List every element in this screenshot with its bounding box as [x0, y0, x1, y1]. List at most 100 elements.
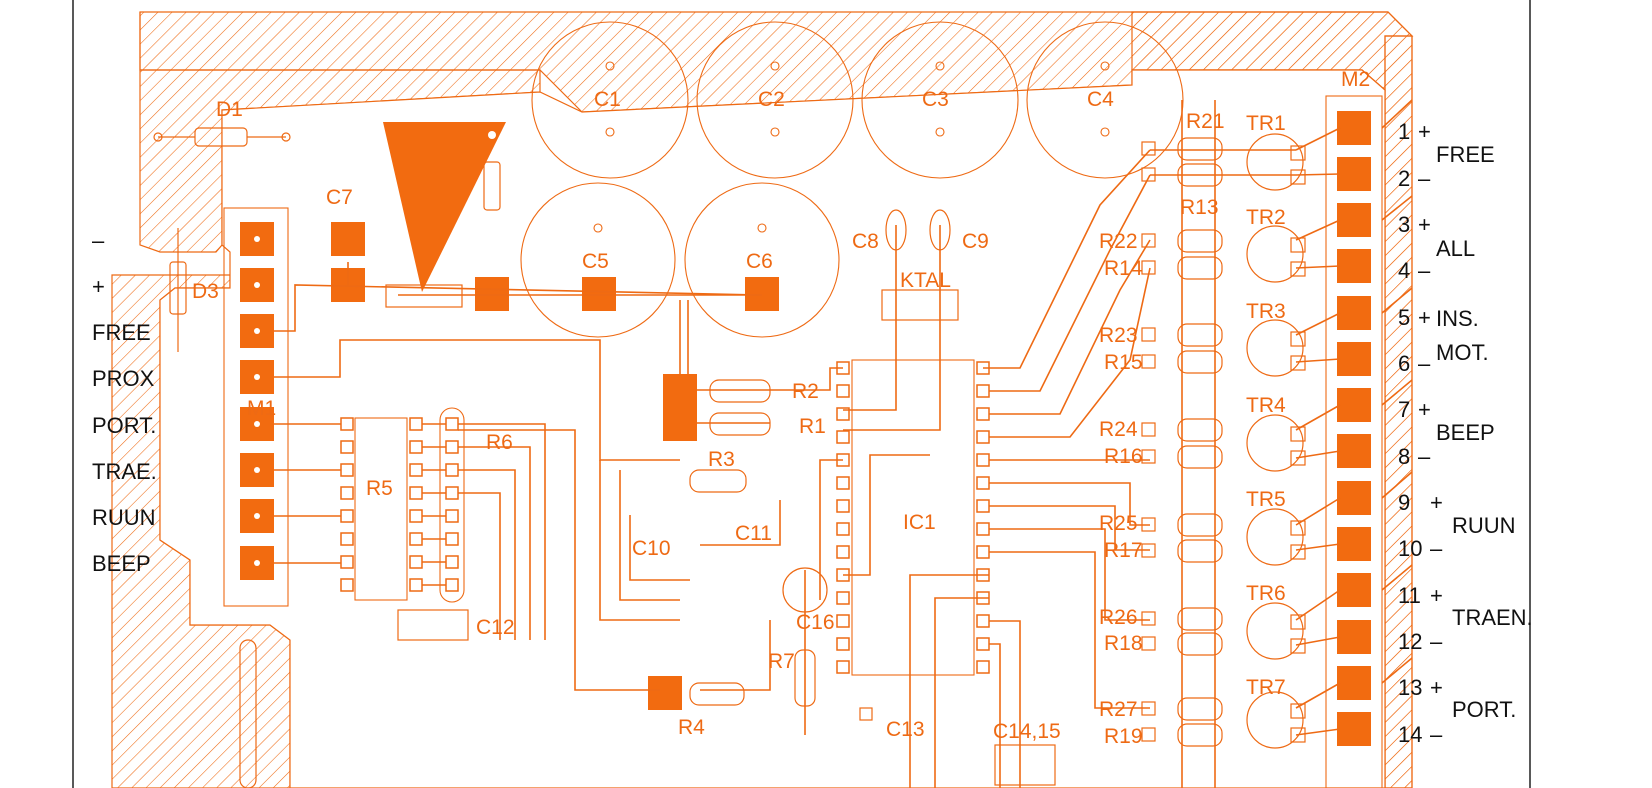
- svg-text:+: +: [1418, 212, 1431, 237]
- svg-text:1: 1: [1398, 119, 1410, 144]
- left-label-port: PORT.: [92, 413, 156, 438]
- svg-text:D3: D3: [192, 280, 219, 303]
- transistors: [1246, 133, 1306, 749]
- svg-text:–: –: [1418, 258, 1431, 283]
- svg-text:+: +: [1430, 583, 1443, 608]
- svg-text:RUUN: RUUN: [1452, 513, 1516, 538]
- svg-text:–: –: [1418, 351, 1431, 376]
- svg-text:R25: R25: [1099, 512, 1138, 535]
- svg-text:R26: R26: [1099, 606, 1138, 629]
- svg-text:M1: M1: [247, 397, 276, 420]
- svg-text:TR2: TR2: [1246, 206, 1286, 229]
- m2-function-labels: FREE ALL INS. MOT. BEEP RUUN TRAEN. PORT…: [1436, 142, 1533, 722]
- svg-text:TRAEN.: TRAEN.: [1452, 605, 1533, 630]
- svg-text:R14: R14: [1104, 257, 1143, 280]
- svg-text:MOT.: MOT.: [1436, 340, 1489, 365]
- svg-text:C2: C2: [758, 88, 785, 111]
- svg-text:R4: R4: [678, 716, 705, 739]
- svg-text:R6: R6: [486, 431, 513, 454]
- svg-text:C4: C4: [1087, 88, 1114, 111]
- svg-text:+: +: [1430, 675, 1443, 700]
- svg-text:–: –: [1418, 444, 1431, 469]
- svg-text:INS.: INS.: [1436, 306, 1479, 331]
- svg-text:R16: R16: [1104, 445, 1143, 468]
- regulator-footprint: [383, 122, 506, 292]
- svg-text:C11: C11: [735, 522, 772, 545]
- svg-text:R19: R19: [1104, 725, 1143, 748]
- svg-text:R5: R5: [366, 477, 393, 500]
- regulator-hole: [488, 131, 496, 139]
- svg-text:C6: C6: [746, 250, 773, 273]
- svg-text:C9: C9: [962, 230, 989, 253]
- svg-text:–: –: [1430, 722, 1443, 747]
- svg-text:ALL: ALL: [1436, 236, 1475, 261]
- svg-text:3: 3: [1398, 212, 1410, 237]
- svg-text:–: –: [1430, 536, 1443, 561]
- svg-text:4: 4: [1398, 258, 1410, 283]
- svg-text:C13: C13: [886, 718, 925, 741]
- svg-text:6: 6: [1398, 351, 1410, 376]
- svg-text:10: 10: [1398, 536, 1422, 561]
- r6-outline: [439, 407, 465, 603]
- svg-text:–: –: [1418, 166, 1431, 191]
- left-label-trae: TRAE.: [92, 459, 157, 484]
- svg-text:TR4: TR4: [1246, 394, 1286, 417]
- svg-text:7: 7: [1398, 397, 1410, 422]
- svg-text:8: 8: [1398, 444, 1410, 469]
- svg-text:+: +: [1418, 119, 1431, 144]
- svg-text:TR6: TR6: [1246, 582, 1286, 605]
- solid-pads: [331, 222, 779, 710]
- svg-text:R27: R27: [1099, 698, 1138, 721]
- svg-text:C14,15: C14,15: [993, 720, 1061, 743]
- svg-text:D1: D1: [216, 98, 243, 121]
- svg-text:TR5: TR5: [1246, 488, 1286, 511]
- right-resistors: [1141, 137, 1223, 747]
- m2-polarity: + – + – + – + – + – + – + –: [1418, 119, 1443, 747]
- svg-text:5: 5: [1398, 305, 1410, 330]
- svg-text:+: +: [1418, 305, 1431, 330]
- left-label-ruun: RUUN: [92, 505, 156, 530]
- capacitors-c5-c6: [520, 182, 840, 338]
- svg-text:2: 2: [1398, 166, 1410, 191]
- svg-text:R17: R17: [1104, 539, 1143, 562]
- svg-text:R1: R1: [799, 415, 826, 438]
- svg-text:R7: R7: [768, 650, 795, 673]
- svg-text:C12: C12: [476, 616, 515, 639]
- left-label-minus: –: [92, 228, 105, 253]
- svg-text:M2: M2: [1341, 68, 1370, 91]
- svg-text:C7: C7: [326, 186, 353, 209]
- svg-text:12: 12: [1398, 629, 1422, 654]
- capacitors-top-row: [531, 21, 1184, 179]
- svg-text:PORT.: PORT.: [1452, 697, 1516, 722]
- svg-text:C5: C5: [582, 250, 609, 273]
- svg-text:R13: R13: [1180, 196, 1219, 219]
- left-label-plus: +: [92, 274, 105, 299]
- svg-text:R2: R2: [792, 380, 819, 403]
- copper-traces: [274, 99, 1413, 788]
- svg-text:C8: C8: [852, 230, 879, 253]
- svg-text:11: 11: [1398, 583, 1421, 608]
- svg-text:R18: R18: [1104, 632, 1143, 655]
- svg-text:KTAL: KTAL: [900, 269, 951, 292]
- svg-text:C1: C1: [594, 88, 621, 111]
- svg-text:IC1: IC1: [903, 511, 936, 534]
- r5-body: [354, 417, 408, 601]
- m2-outline: [1325, 95, 1383, 788]
- m2-pads: [1337, 111, 1371, 746]
- svg-text:14: 14: [1398, 722, 1422, 747]
- svg-text:R15: R15: [1104, 351, 1143, 374]
- svg-text:C10: C10: [632, 537, 671, 560]
- svg-text:R21: R21: [1186, 110, 1225, 133]
- left-label-beep: BEEP: [92, 551, 151, 576]
- svg-text:C3: C3: [922, 88, 949, 111]
- svg-text:FREE: FREE: [1436, 142, 1495, 167]
- svg-text:TR7: TR7: [1246, 676, 1286, 699]
- ic1-body: [851, 359, 975, 676]
- svg-text:C16: C16: [796, 611, 835, 634]
- svg-text:R23: R23: [1099, 324, 1138, 347]
- misc-parts: [153, 127, 1056, 788]
- svg-text:BEEP: BEEP: [1436, 420, 1495, 445]
- svg-text:R24: R24: [1099, 418, 1138, 441]
- svg-text:+: +: [1430, 490, 1443, 515]
